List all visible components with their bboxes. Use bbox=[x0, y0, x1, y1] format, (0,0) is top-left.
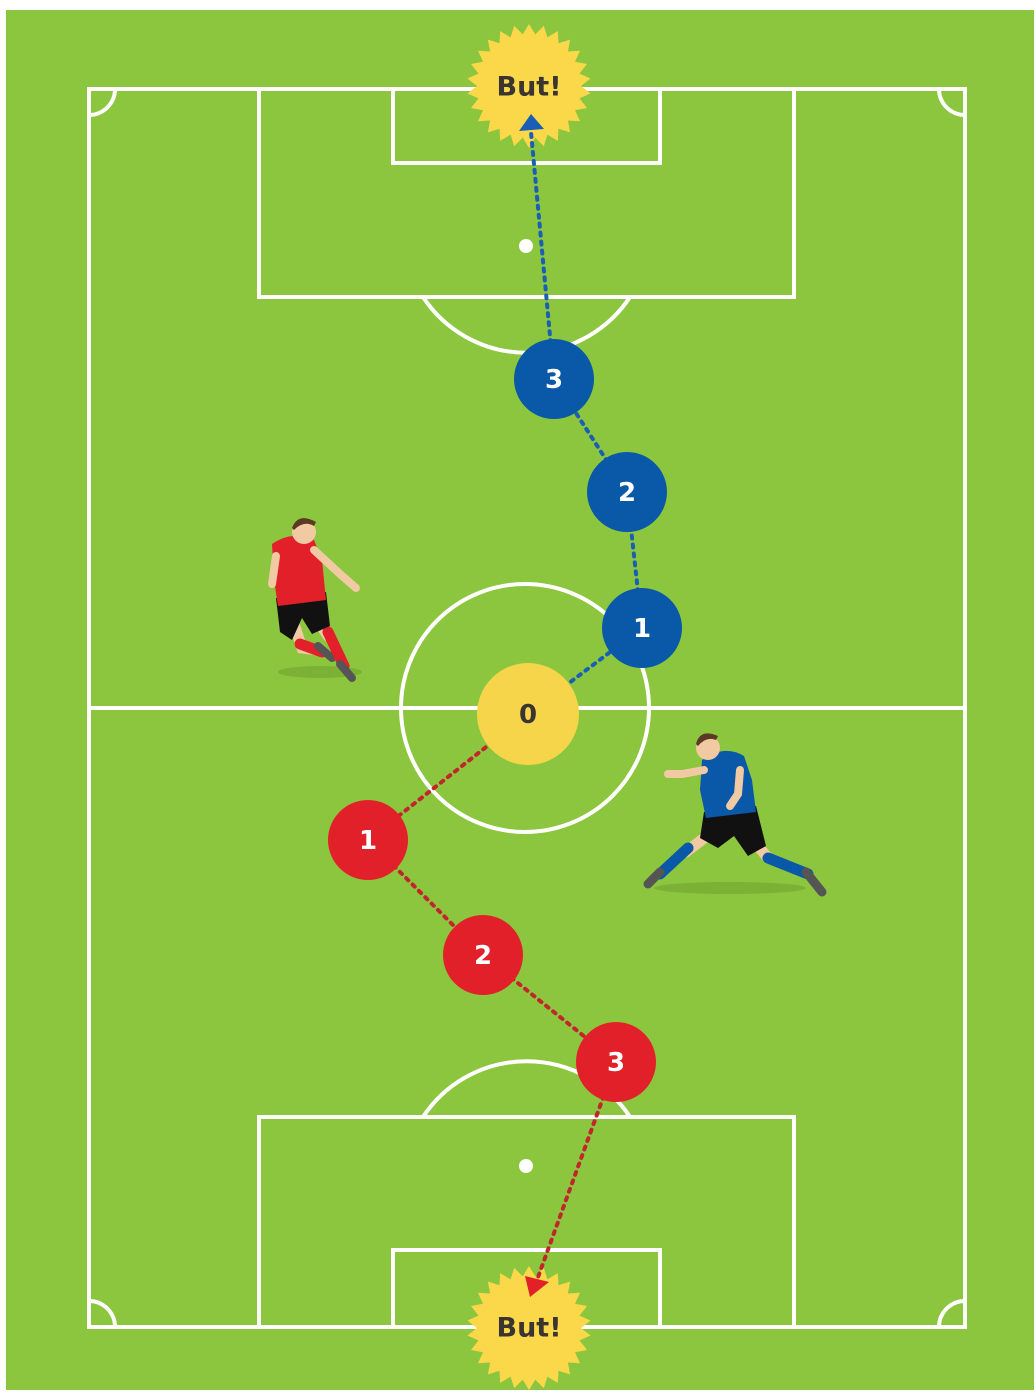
red-node-label: 3 bbox=[607, 1048, 625, 1078]
blue-node-3: 3 bbox=[514, 339, 594, 419]
red-node-3: 3 bbox=[576, 1022, 656, 1102]
shadow bbox=[654, 882, 806, 894]
center-node: 0 bbox=[477, 663, 579, 765]
top-penalty-spot bbox=[519, 239, 533, 253]
goal-label-bottom: But! bbox=[496, 1313, 561, 1344]
player-arm-left bbox=[272, 556, 276, 584]
red-node-1: 1 bbox=[328, 800, 408, 880]
blue-node-label: 1 bbox=[633, 614, 651, 644]
blue-node-1: 1 bbox=[602, 588, 682, 668]
red-node-label: 1 bbox=[359, 826, 377, 856]
blue-node-2: 2 bbox=[587, 452, 667, 532]
red-node-label: 2 bbox=[474, 941, 492, 971]
red-node-2: 2 bbox=[443, 915, 523, 995]
center-node-label: 0 bbox=[519, 700, 537, 730]
player-arm-left bbox=[668, 770, 704, 774]
goal-label-top: But! bbox=[496, 72, 561, 103]
blue-node-label: 2 bbox=[618, 478, 636, 508]
bottom-penalty-spot bbox=[519, 1159, 533, 1173]
blue-node-label: 3 bbox=[545, 365, 563, 395]
